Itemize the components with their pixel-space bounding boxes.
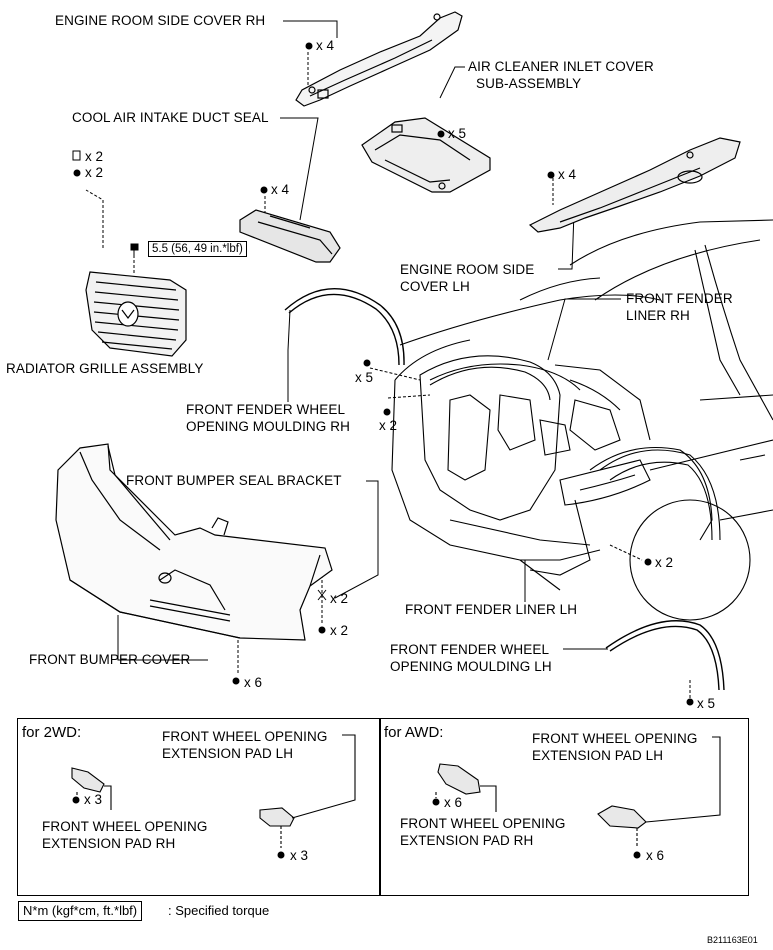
subview-awd-title: for AWD: <box>384 724 444 741</box>
qty-air-cleaner-clips: x 5 <box>448 126 467 141</box>
label-front-bumper-seal-bracket: FRONT BUMPER SEAL BRACKET <box>126 473 342 488</box>
label-2wd-pad-rh-line1: FRONT WHEEL OPENING <box>42 819 208 834</box>
moulding-lh-drawing <box>605 620 725 691</box>
subview-awd-frame <box>379 718 749 896</box>
label-awd-pad-rh-line2: EXTENSION PAD RH <box>400 833 534 848</box>
label-awd-pad-lh-line2: EXTENSION PAD LH <box>532 748 664 763</box>
label-front-fender-liner-rh-line2: LINER RH <box>626 308 690 323</box>
label-engine-room-side-cover-lh-line2: COVER LH <box>400 279 470 294</box>
qty-moulding-lh-clips: x 5 <box>697 696 716 711</box>
qty-cover-rh-clips: x 4 <box>316 38 335 53</box>
label-air-cleaner-inlet-cover-line2: SUB-ASSEMBLY <box>476 76 582 91</box>
label-air-cleaner-inlet-cover-line1: AIR CLEANER INLET COVER <box>468 59 654 74</box>
label-2wd-pad-lh-line2: EXTENSION PAD LH <box>162 746 294 761</box>
qty-duct-seal-clips: x 4 <box>271 182 290 197</box>
label-moulding-rh-line1: FRONT FENDER WHEEL <box>186 402 346 417</box>
engine-room-side-cover-lh-drawing <box>528 137 741 233</box>
qty-grille-clips-b: x 2 <box>85 165 104 180</box>
label-2wd-pad-rh-line2: EXTENSION PAD RH <box>42 836 176 851</box>
subview-2wd-title: for 2WD: <box>22 724 82 741</box>
qty-cover-lh-clips: x 4 <box>558 167 577 182</box>
moulding-rh-drawing <box>284 287 405 366</box>
fastener-bolts-drawing <box>72 150 327 601</box>
engine-room-side-cover-rh-drawing <box>295 11 463 107</box>
label-front-fender-liner-rh-line1: FRONT FENDER <box>626 291 733 306</box>
qty-bracket-clips: x 2 <box>330 591 349 606</box>
radiator-grille-drawing <box>85 271 187 357</box>
qty-moulding-rh-screws: x 2 <box>379 418 398 433</box>
label-2wd-pad-lh-line1: FRONT WHEEL OPENING <box>162 729 328 744</box>
pads-2wd-drawing <box>71 734 356 848</box>
vehicle-body-drawing <box>391 219 773 621</box>
label-front-fender-liner-lh: FRONT FENDER LINER LH <box>405 602 578 617</box>
fasteners-drawing <box>72 42 694 859</box>
qty-bumper-bottom-screws: x 6 <box>244 675 263 690</box>
label-engine-room-side-cover-rh: ENGINE ROOM SIDE COVER RH <box>55 13 266 28</box>
label-awd-pad-rh-line1: FRONT WHEEL OPENING <box>400 816 566 831</box>
cool-air-intake-duct-seal-drawing <box>239 209 341 263</box>
legend-torque-unit: N*m (kgf*cm, ft.*lbf) <box>18 901 143 921</box>
qty-awd-rh: x 6 <box>444 795 463 810</box>
label-cool-air-intake-duct-seal: COOL AIR INTAKE DUCT SEAL <box>72 110 269 125</box>
subview-2wd-frame <box>17 718 381 896</box>
qty-grille-clips-a: x 2 <box>85 149 104 164</box>
qty-awd-lh: x 6 <box>646 848 665 863</box>
air-cleaner-inlet-cover-drawing <box>361 117 491 193</box>
label-awd-pad-lh-line1: FRONT WHEEL OPENING <box>532 731 698 746</box>
qty-2wd-rh: x 3 <box>84 792 103 807</box>
figure-code: B211163E01 <box>707 935 758 945</box>
front-bumper-cover-drawing <box>55 443 333 641</box>
torque-spec-box: 5.5 (56, 49 in.*lbf) <box>148 241 247 257</box>
qty-moulding-rh-clips: x 5 <box>355 370 374 385</box>
label-radiator-grille-assembly: RADIATOR GRILLE ASSEMBLY <box>6 361 204 376</box>
label-moulding-lh-line1: FRONT FENDER WHEEL <box>390 642 550 657</box>
label-front-bumper-cover: FRONT BUMPER COVER <box>29 652 191 667</box>
label-moulding-rh-line2: OPENING MOULDING RH <box>186 419 350 434</box>
pads-awd-drawing <box>435 736 721 848</box>
label-moulding-lh-line2: OPENING MOULDING LH <box>390 659 552 674</box>
label-engine-room-side-cover-lh-line1: ENGINE ROOM SIDE <box>400 262 535 277</box>
qty-2wd-lh: x 3 <box>290 848 309 863</box>
qty-liner-lh-clips: x 2 <box>655 555 674 570</box>
legend-description: : Specified torque <box>168 903 270 918</box>
qty-bumper-screws: x 2 <box>330 623 349 638</box>
